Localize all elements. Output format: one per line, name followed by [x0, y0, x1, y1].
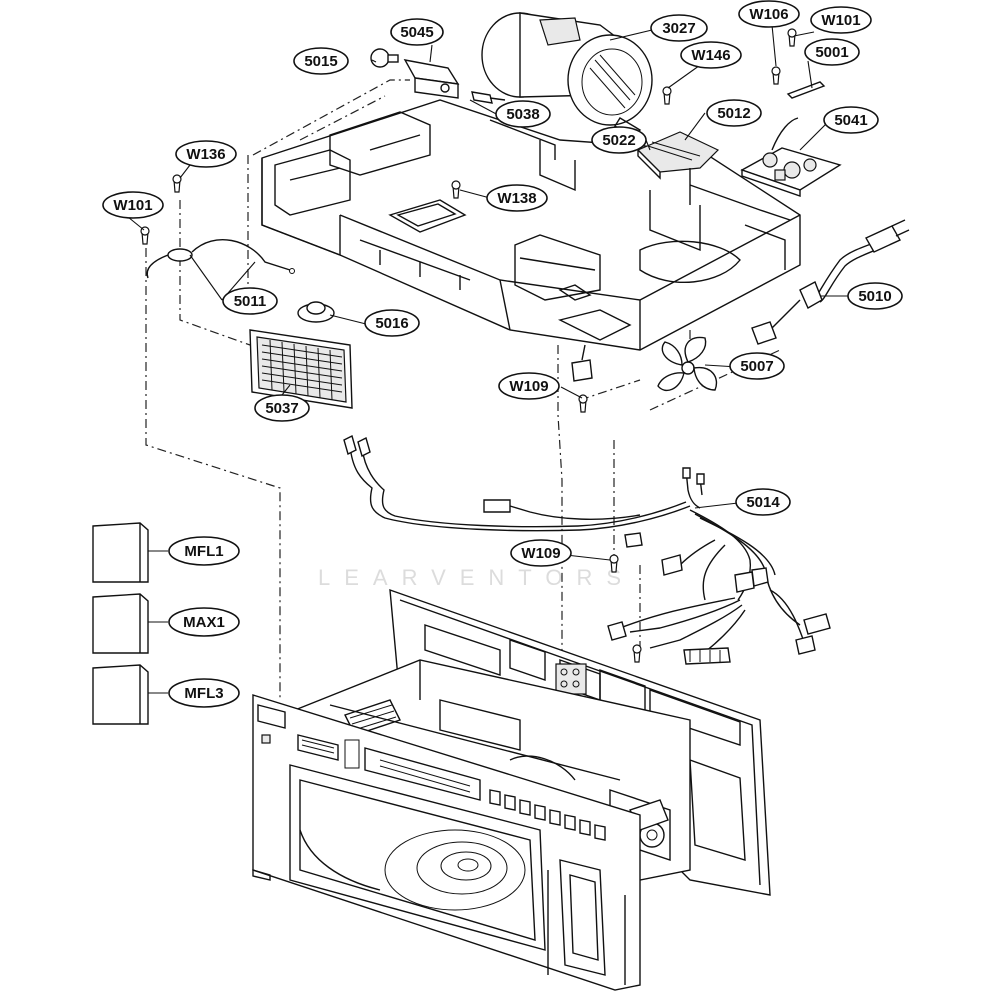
- callout-w109-upper: W109: [498, 372, 560, 400]
- callout-5041-label: 5041: [834, 112, 867, 129]
- callout-5014-label: 5014: [746, 494, 780, 511]
- callout-mfl1: MFL1: [168, 536, 240, 566]
- callout-w138: W138: [486, 184, 548, 212]
- callout-5022-label: 5022: [602, 132, 635, 149]
- callout-5001-label: 5001: [815, 44, 848, 61]
- callout-w109-lower-label: W109: [521, 545, 560, 562]
- thermostat-5016: [297, 301, 335, 323]
- callout-3027-label: 3027: [662, 20, 695, 37]
- callout-w109-lower: W109: [510, 539, 572, 567]
- callout-3027: 3027: [650, 14, 708, 42]
- callout-w101-left: W101: [102, 191, 164, 219]
- callout-w109-upper-label: W109: [509, 378, 548, 395]
- callout-5007: 5007: [729, 352, 785, 380]
- callout-5010-label: 5010: [858, 288, 891, 305]
- callout-5038: 5038: [495, 100, 551, 128]
- callout-w101-top-label: W101: [821, 12, 860, 29]
- callout-5014: 5014: [735, 488, 791, 516]
- callout-max1-label: MAX1: [183, 614, 225, 631]
- callout-mfl1-label: MFL1: [184, 543, 223, 560]
- callout-5016: 5016: [364, 309, 420, 337]
- callout-5010: 5010: [847, 282, 903, 310]
- callout-5045: 5045: [390, 18, 444, 46]
- manual-boxes: [92, 522, 149, 725]
- callout-5011: 5011: [222, 287, 278, 315]
- callout-w106-label: W106: [749, 6, 788, 23]
- relay-5012: [636, 131, 720, 205]
- callout-mfl3-label: MFL3: [184, 685, 223, 702]
- callout-w138-label: W138: [497, 190, 536, 207]
- callout-mfl3: MFL3: [168, 678, 240, 708]
- callout-5037: 5037: [254, 394, 310, 422]
- part-5001: [786, 81, 826, 99]
- watermark: LEARVENTORS: [318, 565, 635, 590]
- lamp-5015: [370, 48, 399, 68]
- lamp-bracket-5045: [403, 59, 460, 99]
- callout-w136: W136: [175, 140, 237, 168]
- callout-w101-top: W101: [810, 6, 872, 34]
- pcb-5041: [740, 117, 842, 197]
- callout-w146-label: W146: [691, 47, 730, 64]
- blower-motor-3027: [481, 12, 653, 139]
- connector-small: [571, 344, 593, 382]
- callout-5015: 5015: [293, 47, 349, 75]
- callout-5038-label: 5038: [506, 106, 539, 123]
- callout-5007-label: 5007: [740, 358, 773, 375]
- callout-5041: 5041: [823, 106, 879, 134]
- callout-5037-label: 5037: [265, 400, 298, 417]
- part-5038: [471, 91, 506, 104]
- wire-harness-5014: [343, 434, 831, 665]
- callout-5012: 5012: [706, 99, 762, 127]
- callout-max1: MAX1: [168, 607, 240, 637]
- callout-w136-label: W136: [186, 146, 225, 163]
- callout-w106: W106: [738, 0, 800, 28]
- sensor-5011: [146, 238, 295, 279]
- callout-5016-label: 5016: [375, 315, 408, 332]
- fan-blade-5007: [657, 336, 718, 392]
- front-frame: [252, 694, 641, 991]
- callout-w101-left-label: W101: [113, 197, 152, 214]
- screws-top: [140, 28, 797, 663]
- callout-5012-label: 5012: [717, 105, 750, 122]
- callout-5015-label: 5015: [304, 53, 337, 70]
- upper-chassis: [261, 99, 801, 351]
- callout-5045-label: 5045: [400, 24, 433, 41]
- callout-w146: W146: [680, 41, 742, 69]
- callout-5011-label: 5011: [234, 293, 267, 310]
- callout-5001: 5001: [804, 38, 860, 66]
- callout-5022: 5022: [591, 126, 647, 154]
- filter-5037: [249, 329, 353, 409]
